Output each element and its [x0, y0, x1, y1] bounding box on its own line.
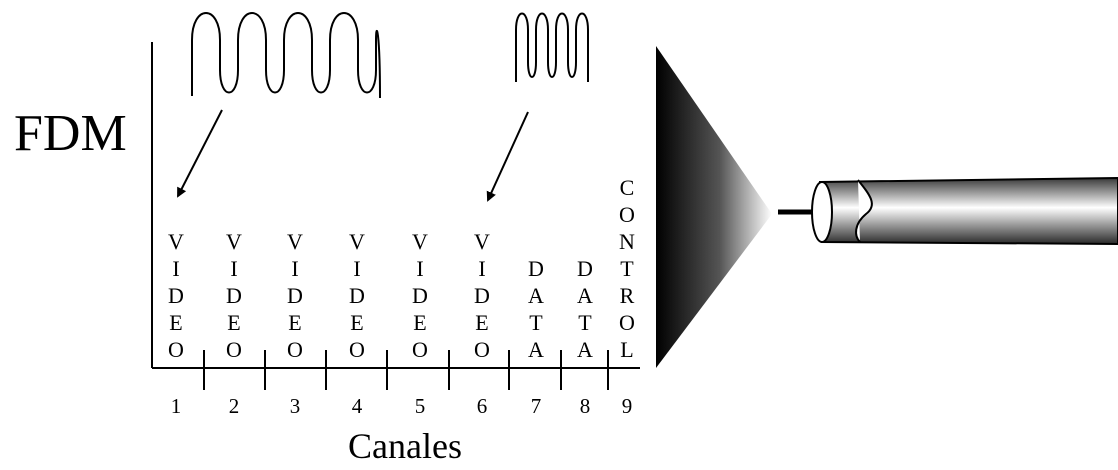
channel-number: 8	[580, 394, 591, 418]
channel-number: 9	[622, 394, 633, 418]
multiplexer-funnel	[656, 46, 772, 368]
fdm-title: FDM	[14, 105, 127, 162]
channel-number: 4	[352, 394, 363, 418]
low-frequency-wave	[191, 12, 381, 99]
channel-number: 5	[415, 394, 426, 418]
cable-cut-face	[855, 179, 873, 243]
channel-number: 1	[171, 394, 182, 418]
channel-numbers: 1 2 3 4 5 6 7 8 9	[171, 394, 633, 418]
channels-axis-label: Canales	[348, 426, 462, 466]
channel-number: 3	[290, 394, 301, 418]
channel-ticks	[203, 350, 609, 390]
arrow-to-channel-1	[177, 109, 223, 198]
high-frequency-wave	[515, 12, 589, 82]
coaxial-cable	[778, 176, 1118, 246]
cable-end-face	[811, 181, 833, 243]
channel-number: 6	[477, 394, 488, 418]
arrow-to-channel-6	[486, 111, 529, 202]
channel-number: 2	[229, 394, 240, 418]
channel-number: 7	[531, 394, 542, 418]
